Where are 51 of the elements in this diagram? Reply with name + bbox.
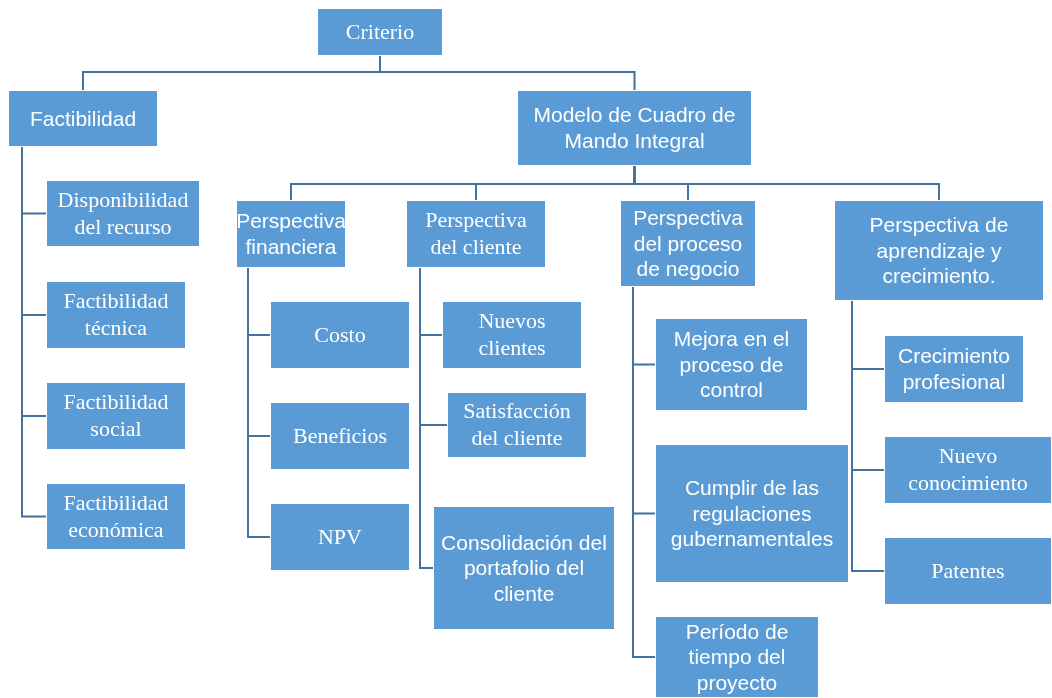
category-box	[46, 382, 186, 450]
category-box	[46, 180, 200, 247]
box-label: Nuevo conocimiento	[907, 443, 1029, 497]
category-box	[46, 483, 186, 550]
category-box	[620, 200, 756, 287]
connector-line	[633, 165, 940, 201]
category-box	[834, 200, 1044, 301]
category-box	[270, 503, 410, 571]
box-label: Beneficios	[292, 422, 388, 450]
box-label: Satisfacción del cliente	[462, 398, 572, 452]
box-label: Factibilidad	[29, 105, 137, 132]
category-box	[236, 200, 346, 268]
box-label: Factibilidad social	[62, 389, 170, 443]
category-box	[46, 281, 186, 349]
box-label: Disponibilidad del recurso	[56, 186, 190, 241]
category-box	[655, 444, 849, 583]
connector-line	[247, 267, 271, 538]
box-label: Crecimiento profesional	[896, 343, 1011, 395]
box-label: Factibilidad económica	[62, 489, 170, 544]
category-box	[655, 318, 808, 411]
category-box	[442, 301, 582, 369]
box-label: Mejora en el proceso de control	[672, 326, 791, 403]
category-box	[8, 90, 158, 147]
box-label: Período de tiempo del proyecto	[684, 618, 790, 696]
category-box	[517, 90, 752, 166]
category-box	[433, 506, 615, 630]
category-box	[884, 436, 1052, 504]
connector-line	[851, 300, 885, 572]
connector-line	[419, 267, 434, 569]
box-label: Factibilidad técnica	[62, 288, 170, 342]
box-label: Consolidación del portafolio del cliente	[440, 529, 608, 607]
box-label: Patentes	[931, 557, 1005, 585]
box-label: NPV	[318, 523, 362, 551]
box-label: Perspectiva del cliente	[424, 207, 528, 261]
box-label: Perspectiva del proceso de negocio	[632, 205, 744, 282]
category-box	[447, 392, 587, 458]
connector-line	[379, 55, 636, 91]
category-box	[884, 335, 1024, 403]
category-box	[270, 301, 410, 369]
category-box	[406, 200, 546, 268]
box-label: Costo	[314, 321, 366, 349]
category-box	[317, 8, 443, 56]
box-label: Cumplir de las regulaciones gubernamentales	[669, 475, 835, 552]
category-box	[655, 616, 819, 698]
category-box	[270, 402, 410, 470]
box-label: Perspectiva financiera	[236, 208, 346, 260]
box-label: Nuevos clientes	[477, 308, 547, 362]
box-label: Criterio	[345, 18, 415, 46]
box-label: Modelo de Cuadro de Mando Integral	[532, 102, 737, 154]
box-label: Perspectiva de aprendizaje y crecimiento.	[868, 212, 1010, 289]
category-box	[884, 537, 1052, 605]
